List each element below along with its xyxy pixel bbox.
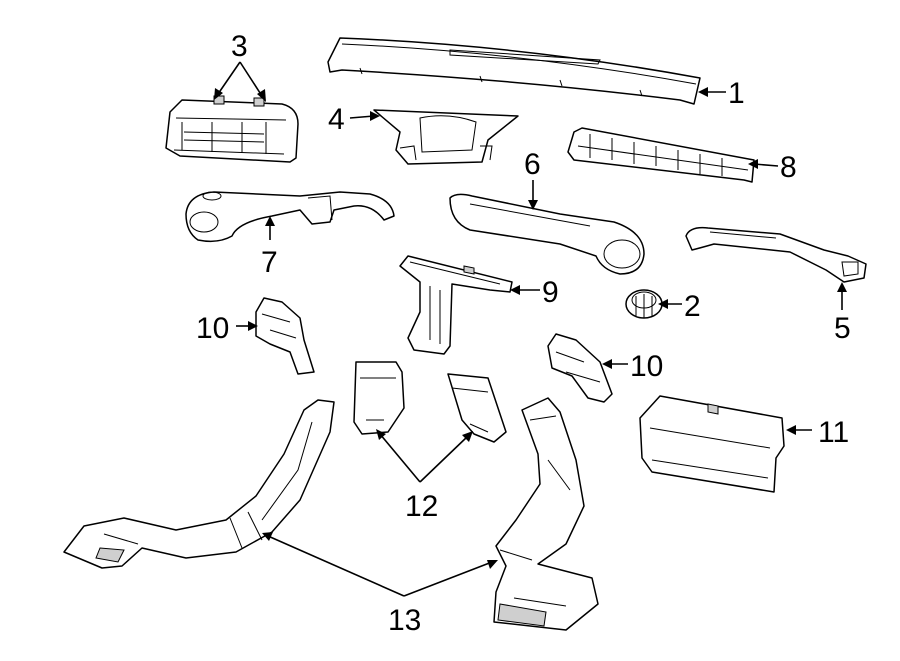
callout-6: 6 <box>524 148 541 181</box>
round-vent-part <box>625 289 663 319</box>
right-floor-duct-part <box>493 397 599 631</box>
left-duct-part <box>185 191 395 243</box>
callout-7: 7 <box>261 246 278 279</box>
left-floor-duct-part <box>63 399 335 569</box>
center-vent-part <box>165 95 299 163</box>
leader-lines <box>214 61 847 597</box>
long-duct-part <box>449 193 645 275</box>
callout-10-right: 10 <box>630 350 663 383</box>
right-adapter-part <box>547 333 613 403</box>
callout-3: 3 <box>231 30 248 63</box>
defroster-panel-part <box>327 37 701 105</box>
callout-4: 4 <box>328 103 345 136</box>
bracket-part <box>399 255 513 355</box>
left-adapter-part <box>255 297 315 375</box>
left-connector-part <box>353 361 405 435</box>
callout-12: 12 <box>405 490 438 523</box>
rear-outlet-part <box>639 395 785 493</box>
grille-part <box>567 127 755 183</box>
callout-8: 8 <box>780 151 797 184</box>
callout-5: 5 <box>834 312 851 345</box>
center-duct-part <box>373 109 519 165</box>
callout-9: 9 <box>542 276 559 309</box>
callout-10-left: 10 <box>196 312 229 345</box>
callout-2: 2 <box>684 290 701 323</box>
right-connector-part <box>447 373 507 443</box>
callout-11: 11 <box>818 416 849 449</box>
right-duct-part <box>685 226 867 283</box>
callout-13: 13 <box>388 604 421 637</box>
callout-1: 1 <box>728 77 745 110</box>
